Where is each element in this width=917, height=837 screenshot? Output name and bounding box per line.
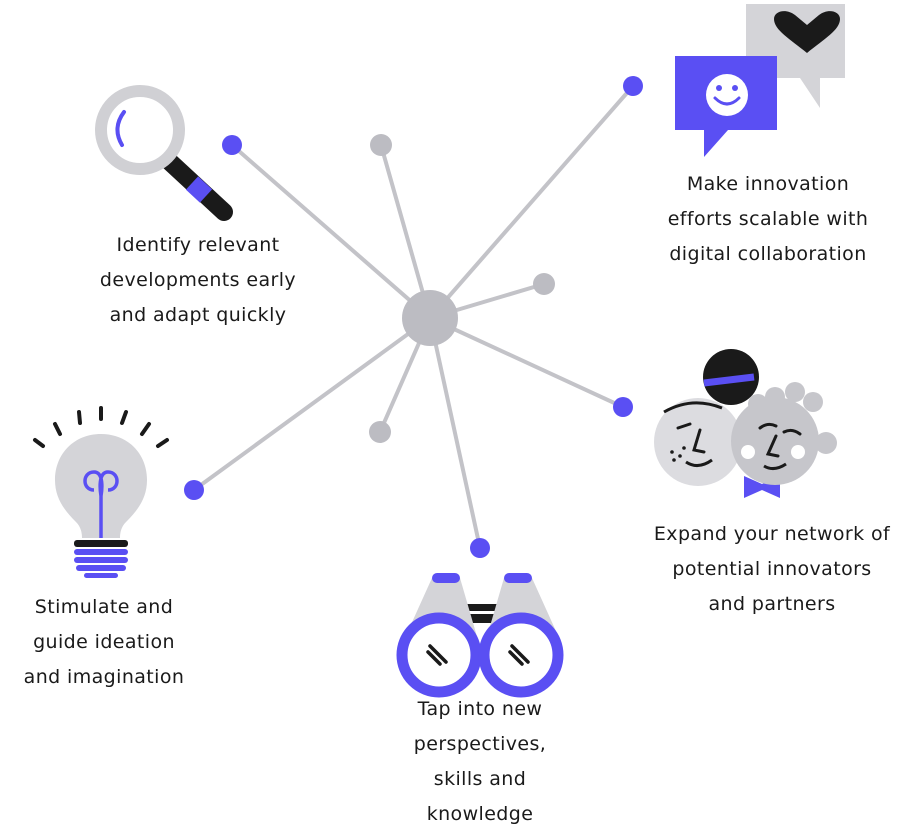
caption-line: Make innovation	[686, 173, 850, 195]
caption-line: efforts scalable with	[667, 208, 869, 230]
gray-node-left	[369, 421, 391, 443]
endpoint-node-perspectives	[470, 538, 490, 558]
caption-line: Tap into new	[417, 698, 543, 720]
caption-line: developments early	[99, 269, 297, 291]
caption-line: guide ideation	[33, 631, 175, 653]
caption-line: Identify relevant	[116, 234, 280, 256]
binoculars-icon	[396, 573, 564, 698]
caption-line: and adapt quickly	[109, 304, 287, 326]
caption-identify: Identify relevant developments early and…	[78, 228, 318, 333]
gray-node-top	[370, 134, 392, 156]
caption-ideation: Stimulate and guide ideation and imagina…	[6, 590, 202, 695]
spoke-gray-top	[379, 143, 432, 320]
magnifier-icon	[95, 85, 233, 221]
spoke-identify	[230, 143, 432, 320]
spoke-network	[428, 316, 625, 409]
chat-bubbles-icon	[675, 4, 845, 157]
gray-node-right	[533, 273, 555, 295]
endpoint-node-identify	[222, 135, 242, 155]
spoke-perspectives	[428, 316, 482, 550]
caption-line: Stimulate and	[34, 596, 174, 618]
caption-line: digital collaboration	[669, 243, 867, 265]
caption-perspectives: Tap into new perspectives, skills and kn…	[382, 692, 578, 832]
caption-line: and imagination	[23, 666, 185, 688]
central-hub-node	[402, 290, 458, 346]
lightbulb-icon	[33, 406, 169, 578]
caption-line: knowledge	[426, 803, 534, 825]
endpoint-node-ideation	[184, 480, 204, 500]
caption-line: and partners	[708, 593, 836, 615]
caption-line: skills and	[433, 768, 527, 790]
caption-line: perspectives,	[413, 733, 547, 755]
spoke-scalable	[428, 84, 635, 320]
two-people-icon	[654, 349, 837, 498]
caption-line: Expand your network of	[653, 523, 891, 545]
endpoint-node-network	[613, 397, 633, 417]
caption-network: Expand your network of potential innovat…	[632, 517, 912, 622]
caption-line: potential innovators	[672, 558, 872, 580]
endpoint-node-scalable	[623, 76, 643, 96]
spoke-ideation	[192, 316, 432, 492]
connector-lines	[192, 84, 635, 550]
caption-scalable: Make innovation efforts scalable with di…	[643, 167, 893, 272]
